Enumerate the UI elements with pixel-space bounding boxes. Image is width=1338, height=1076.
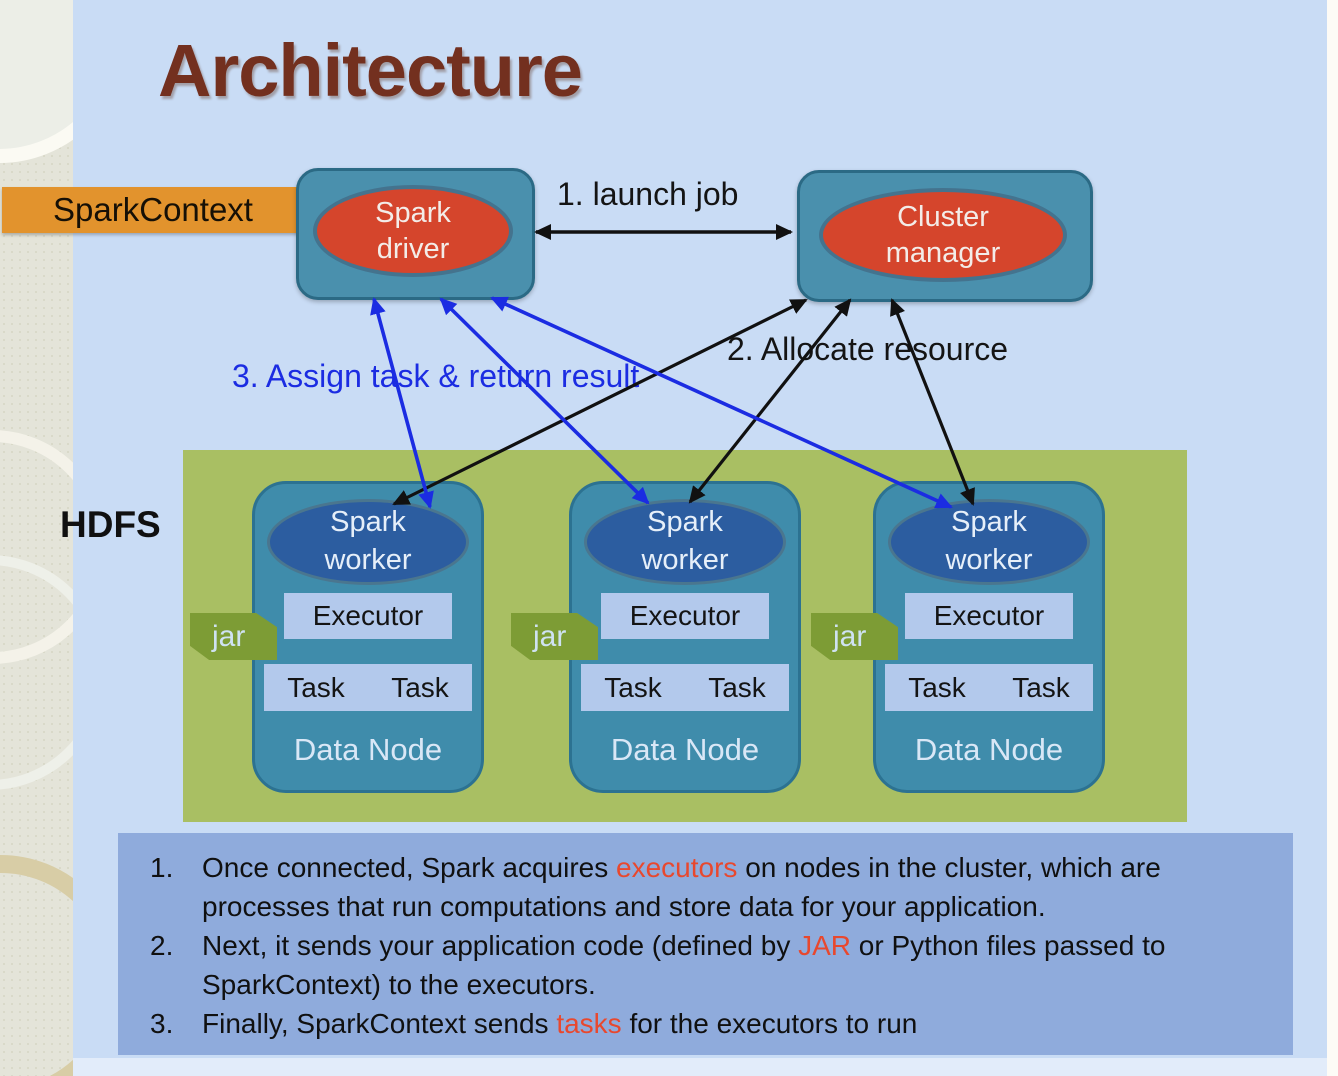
cluster-manager-ellipse: Cluster manager bbox=[819, 188, 1067, 282]
data-node-label: Data Node bbox=[610, 732, 760, 767]
task-box: Task bbox=[368, 664, 472, 711]
executor-box: Executor bbox=[601, 593, 769, 639]
note-number: 1. bbox=[150, 852, 174, 883]
task-row: Task Task bbox=[255, 664, 481, 711]
spark-worker-label: Spark worker bbox=[324, 506, 412, 576]
decorative-circle bbox=[0, 0, 73, 163]
jar-tab: jar bbox=[190, 613, 277, 660]
executor-box: Executor bbox=[905, 593, 1073, 639]
decorative-circle bbox=[0, 855, 73, 1076]
notes-box: 1. Once connected, Spark acquires executo… bbox=[118, 833, 1293, 1055]
assign-task-label: 3. Assign task & return result bbox=[232, 358, 640, 394]
spark-context-label: SparkContext bbox=[2, 187, 304, 233]
note-text: Once connected, Spark acquires executors… bbox=[202, 852, 1161, 922]
executor-box: Executor bbox=[284, 593, 452, 639]
note-number: 2. bbox=[150, 930, 174, 961]
task-box: Task bbox=[264, 664, 368, 711]
data-node-3: Spark worker Executor Task Task Data Nod… bbox=[873, 481, 1105, 793]
jar-tab: jar bbox=[811, 613, 898, 660]
decorative-circle bbox=[0, 555, 73, 790]
launch-job-label: 1. launch job bbox=[557, 176, 739, 212]
data-node-2: Spark worker Executor Task Task Data Nod… bbox=[569, 481, 801, 793]
spark-driver-box: Spark driver bbox=[296, 168, 535, 300]
note-item: 2. Next, it sends your application code (… bbox=[134, 926, 1275, 1004]
note-item: 3. Finally, SparkContext sends tasks for … bbox=[134, 1004, 1275, 1043]
cluster-manager-label: Cluster manager bbox=[885, 200, 1001, 269]
data-node-label: Data Node bbox=[293, 732, 443, 767]
task-row: Task Task bbox=[876, 664, 1102, 711]
note-number: 3. bbox=[150, 1008, 174, 1039]
spark-worker-label: Spark worker bbox=[945, 506, 1033, 576]
spark-driver-label: Spark driver bbox=[375, 196, 451, 265]
data-node-label: Data Node bbox=[914, 732, 1064, 767]
hdfs-label: HDFS bbox=[60, 504, 161, 545]
page-title: Architecture bbox=[158, 29, 583, 112]
note-text: Next, it sends your application code (de… bbox=[202, 930, 1166, 1000]
task-row: Task Task bbox=[572, 664, 798, 711]
task-box: Task bbox=[685, 664, 789, 711]
spark-worker-ellipse: Spark worker bbox=[888, 499, 1090, 585]
data-node-1: Spark worker Executor Task Task Data Nod… bbox=[252, 481, 484, 793]
spark-worker-ellipse: Spark worker bbox=[267, 499, 469, 585]
spark-driver-ellipse: Spark driver bbox=[313, 185, 513, 277]
cluster-manager-box: Cluster manager bbox=[797, 170, 1093, 302]
note-text: Finally, SparkContext sends tasks for th… bbox=[202, 1008, 918, 1039]
allocate-resource-label: 2. Allocate resource bbox=[727, 331, 1009, 367]
notes-list: 1. Once connected, Spark acquires executo… bbox=[134, 848, 1275, 1043]
slide-bottom-edge bbox=[0, 1058, 1327, 1076]
task-box: Task bbox=[581, 664, 685, 711]
jar-tab: jar bbox=[511, 613, 598, 660]
task-box: Task bbox=[989, 664, 1093, 711]
decorative-side-strip bbox=[0, 0, 73, 1076]
spark-worker-label: Spark worker bbox=[641, 506, 729, 576]
task-box: Task bbox=[885, 664, 989, 711]
spark-worker-ellipse: Spark worker bbox=[584, 499, 786, 585]
note-item: 1. Once connected, Spark acquires executo… bbox=[134, 848, 1275, 926]
